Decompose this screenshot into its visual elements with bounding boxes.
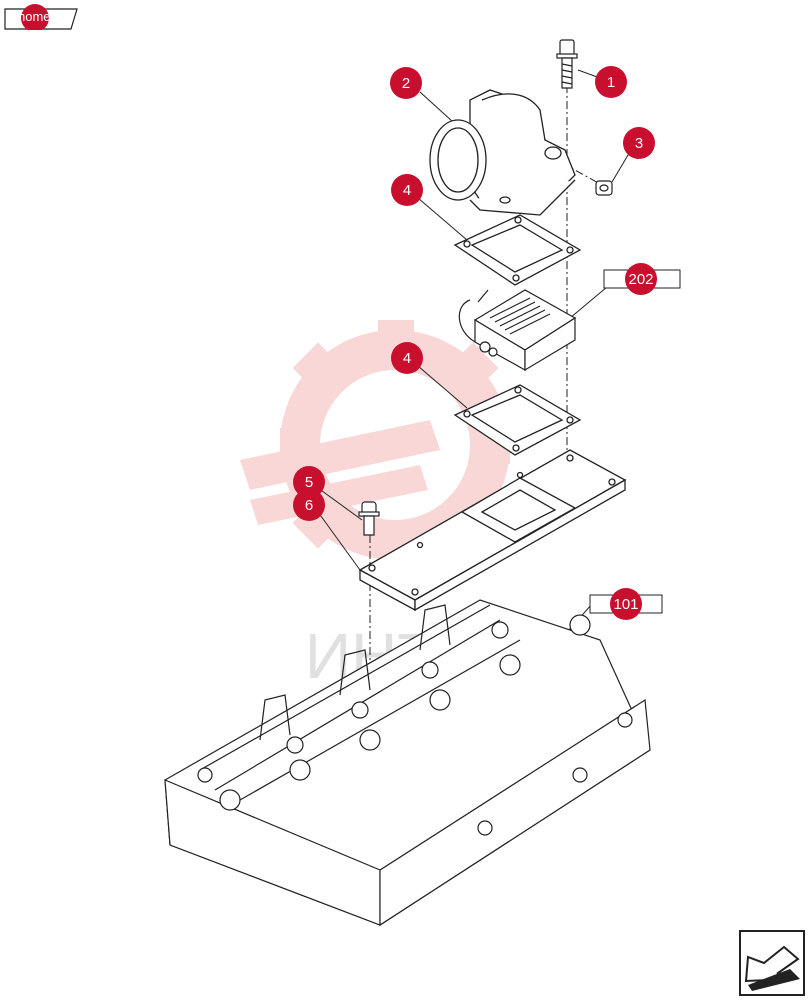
arrow-next-icon	[739, 930, 805, 996]
intake-plate-part-6	[358, 449, 627, 612]
callout-3-label: 3	[635, 135, 643, 152]
callout-4-lower[interactable]: 4	[391, 342, 423, 374]
callout-4-upper-label: 4	[403, 182, 411, 199]
heater-part-202	[458, 289, 577, 372]
reference-101[interactable]: 101	[589, 588, 663, 620]
elbow-pipe-part-2	[429, 89, 576, 216]
callout-5-label: 5	[305, 474, 313, 491]
callout-5[interactable]: 5	[293, 466, 325, 498]
callout-1-label: 1	[607, 74, 615, 91]
home-tab-shape	[4, 4, 78, 30]
callout-4-upper[interactable]: 4	[391, 174, 423, 206]
screw-part-5	[358, 501, 380, 536]
reference-101-label: 101	[613, 596, 638, 613]
reference-202[interactable]: 202	[603, 263, 681, 295]
gasket-part-4-upper	[453, 214, 582, 286]
callout-4-lower-label: 4	[403, 350, 411, 367]
callout-2[interactable]: 2	[390, 67, 422, 99]
cylinder-head-part-101	[164, 599, 651, 927]
callout-1[interactable]: 1	[595, 66, 627, 98]
nut-part-3	[595, 180, 613, 196]
next-page-button[interactable]	[738, 929, 806, 997]
callout-6[interactable]: 6	[293, 489, 325, 521]
gasket-part-4-lower	[453, 384, 582, 456]
home-button[interactable]: home	[4, 4, 78, 30]
callout-2-label: 2	[402, 75, 410, 92]
callout-3[interactable]: 3	[623, 127, 655, 159]
reference-202-label: 202	[628, 271, 653, 288]
home-label: home	[18, 9, 51, 24]
bolt-part-1	[556, 39, 578, 89]
callout-6-label: 6	[305, 497, 313, 514]
